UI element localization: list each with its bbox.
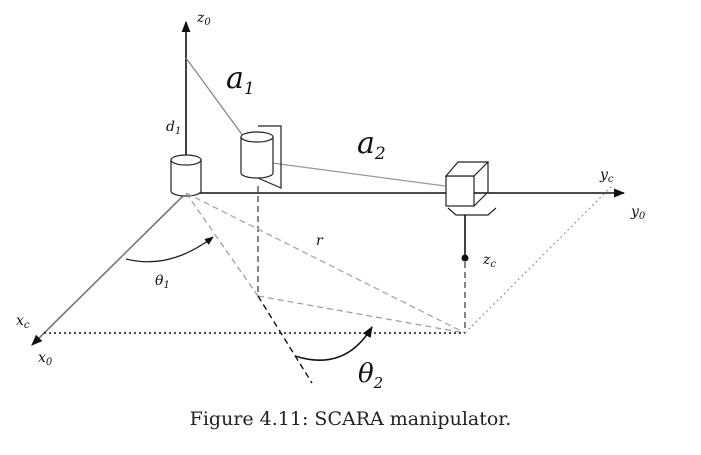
base-joint-cylinder <box>170 154 202 197</box>
label-r: r <box>316 233 324 249</box>
link-a2 <box>271 162 446 187</box>
label-zc: zc <box>482 252 496 270</box>
theta2-reference-line <box>257 295 313 384</box>
origin-fan-line <box>185 192 466 334</box>
label-xc: xc <box>16 313 30 331</box>
label-a2: a2 <box>357 126 386 164</box>
label-z0: z0 <box>196 10 211 28</box>
label-y0: y0 <box>630 204 646 222</box>
label-yc: yc <box>599 167 614 185</box>
origin-to-elbow-line <box>185 192 259 297</box>
label-theta2: θ2 <box>358 359 383 392</box>
link-a1 <box>185 57 247 141</box>
label-x0: x0 <box>38 350 53 368</box>
label-theta1: θ1 <box>155 273 170 291</box>
elbow-to-effector-line <box>257 295 466 334</box>
end-effector-box <box>444 161 497 262</box>
theta1-arc <box>125 236 214 263</box>
label-d1: d1 <box>166 119 181 137</box>
theta2-arc <box>294 326 373 361</box>
label-a1: a1 <box>226 61 255 99</box>
elbow-joint-cylinder <box>240 125 282 189</box>
x0-axis <box>31 192 187 346</box>
figure-caption: Figure 4.11: SCARA manipulator. <box>189 408 512 430</box>
